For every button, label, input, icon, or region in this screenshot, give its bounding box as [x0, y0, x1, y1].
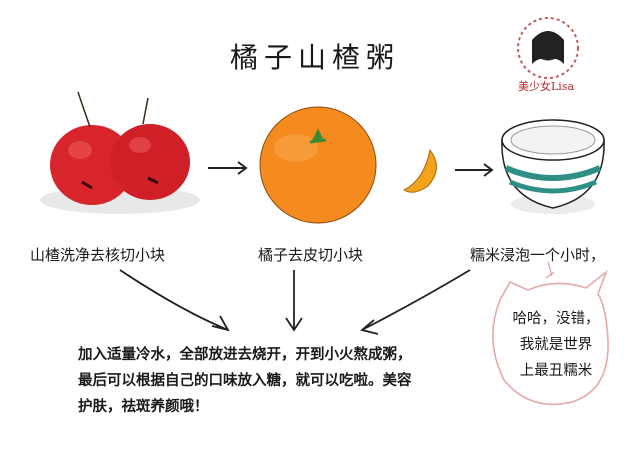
logo-text: 美少女Lisa: [518, 80, 575, 93]
instructions-line: 最后可以根据自己的口味放入糖，就可以吃啦。美容: [78, 373, 412, 389]
orange-icon: [259, 106, 377, 224]
rice-bowl-icon: [501, 119, 605, 214]
page-title: 橘子山楂粥: [230, 41, 401, 74]
step-label-orange: 橘子去皮切小块: [258, 246, 364, 264]
speech-bubble-line: 我就是世界: [519, 337, 593, 353]
cat-speech-bubble-icon: [492, 261, 609, 406]
speech-bubble-line: 哈哈，没错，: [512, 311, 600, 327]
arrow-right-icon: [208, 161, 248, 175]
instructions-line: 加入适量冷水，全部放进去烧开，开到小火熬成粥，: [78, 347, 412, 363]
arrow-down-icon: [360, 269, 471, 335]
girl-portrait-logo: [517, 17, 579, 79]
step-label-rice: 糯米浸泡一个小时，: [470, 246, 606, 264]
arrow-right-icon: [455, 163, 494, 177]
speech-bubble-line: 上最丑糯米: [519, 363, 593, 379]
speech-bubble-text: 哈哈，没错， 我就是世界 上最丑糯米: [508, 306, 604, 384]
orange-peel-icon: [402, 148, 437, 193]
hawthorn-icon: [40, 91, 200, 214]
instructions-text: 加入适量冷水，全部放进去烧开，开到小火熬成粥， 最后可以根据自己的口味放入糖，就…: [78, 342, 478, 420]
step-label-hawthorn: 山楂洗净去核切小块: [30, 246, 166, 264]
instructions-line: 护肤，祛斑养颜哦！: [78, 399, 209, 415]
arrow-down-icon: [285, 270, 303, 332]
arrow-down-icon: [119, 269, 230, 332]
